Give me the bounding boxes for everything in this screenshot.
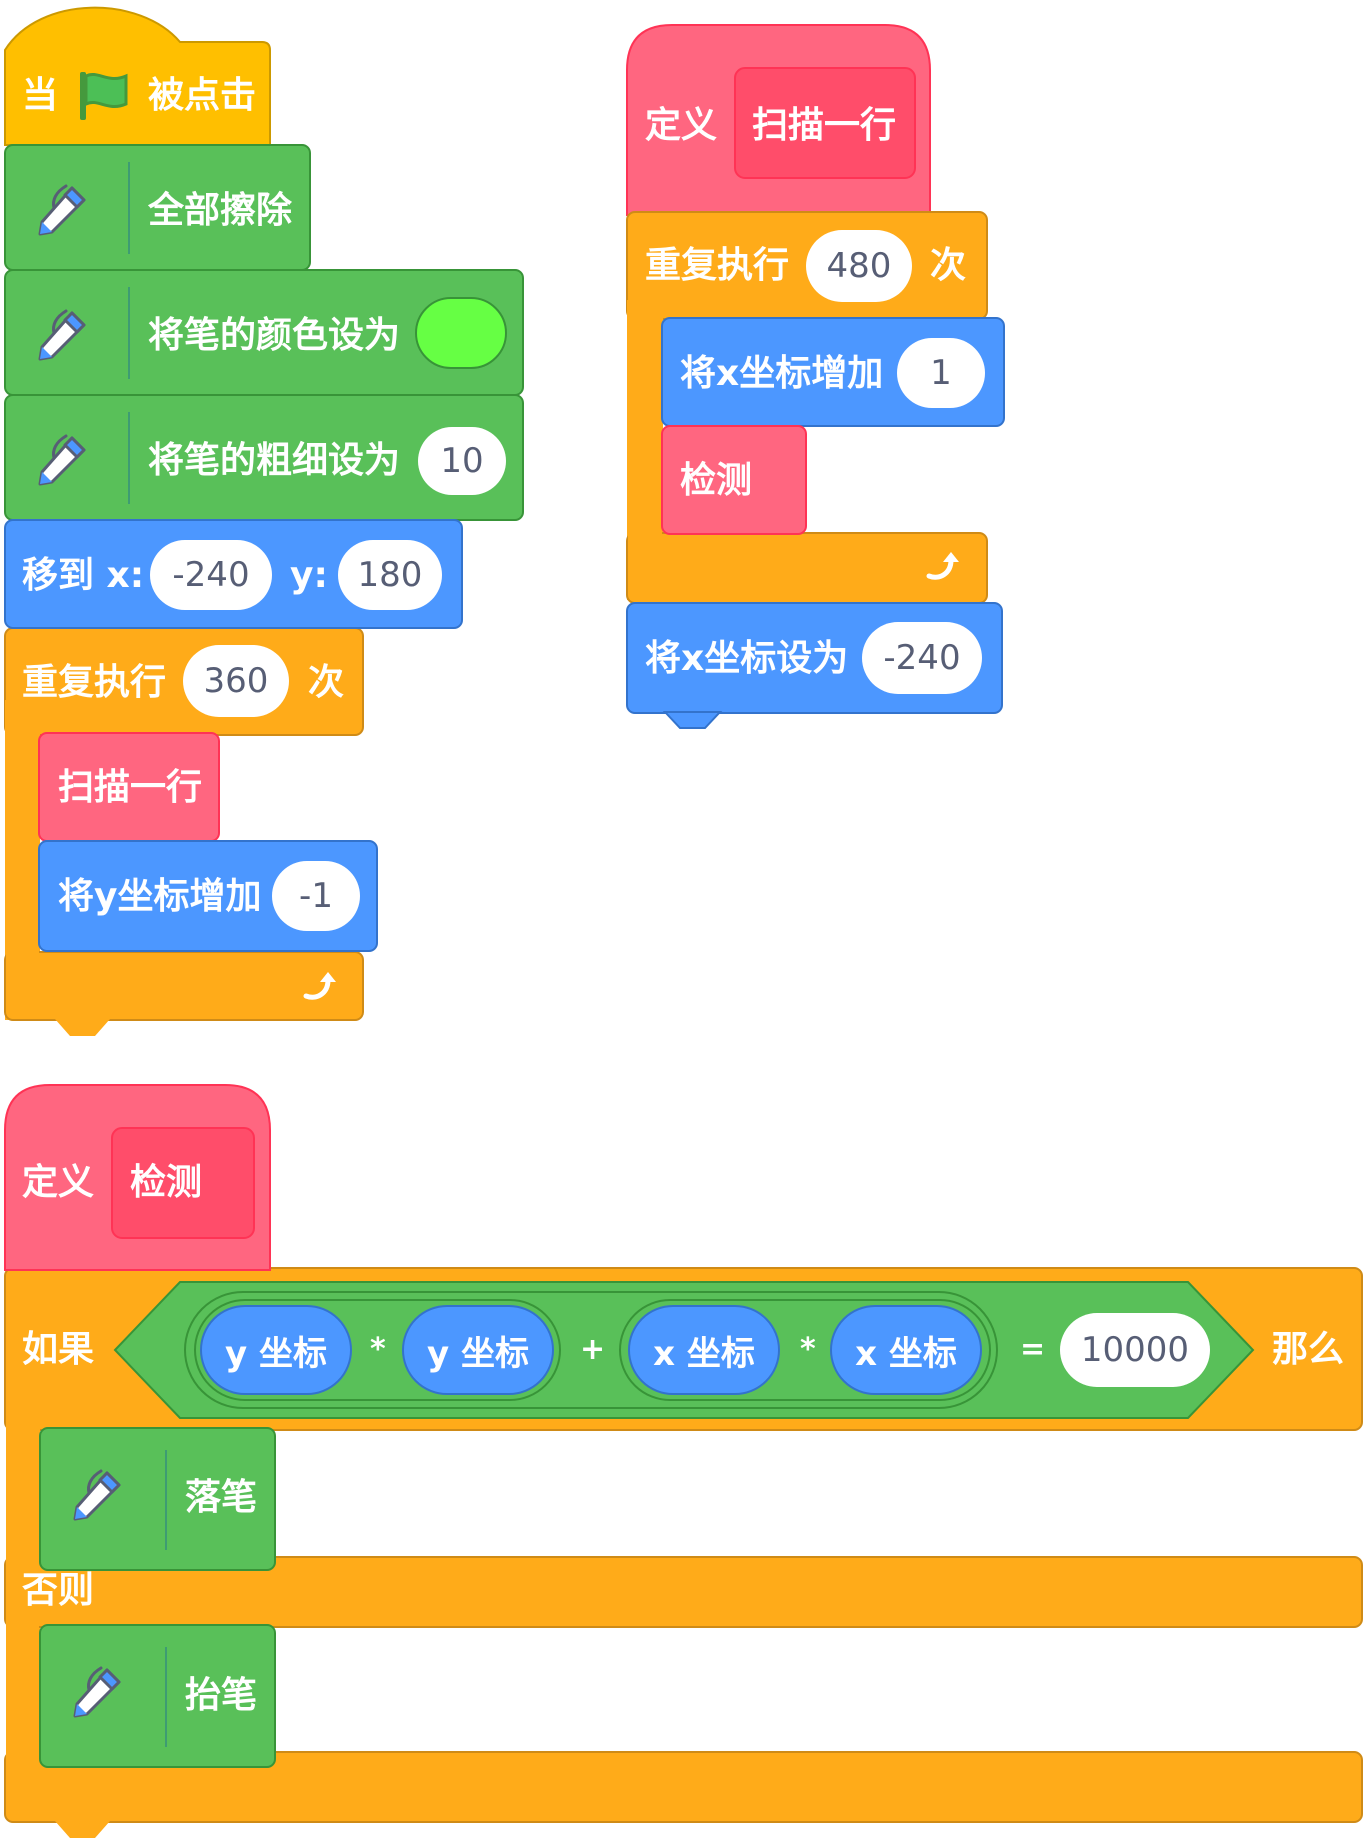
pen-block-up — [39, 1624, 276, 1768]
compare-value-input[interactable]: 10000 — [1060, 1313, 1210, 1387]
change-y-input[interactable]: -1 — [272, 861, 360, 931]
x-position-reporter[interactable]: x 坐标 — [830, 1305, 982, 1395]
loop-arrow-icon — [303, 972, 336, 1000]
proto-detect — [111, 1127, 255, 1239]
if-label: 如果 — [22, 1329, 95, 1370]
proto-scan — [734, 67, 916, 179]
proc-detect-name: 检测 — [130, 1162, 203, 1203]
green-flag-icon — [80, 72, 128, 120]
pen-up-label: 抬笔 — [185, 1675, 258, 1716]
call-detect-label: 检测 — [680, 460, 753, 501]
x-position-reporter[interactable]: x 坐标 — [628, 1305, 780, 1395]
then-label: 那么 — [1272, 1329, 1345, 1370]
call-scan-label: 扫描一行 — [58, 767, 203, 808]
else-label: 否则 — [22, 1570, 95, 1611]
pen-size-input[interactable]: 10 — [418, 427, 506, 495]
repeat-suffix-label: 次 — [308, 662, 345, 703]
multiply-operator: * — [800, 1332, 816, 1367]
change-x-input[interactable]: 1 — [897, 338, 985, 408]
call-block-detect — [661, 425, 807, 535]
goto-label: 移到 x: — [22, 555, 145, 596]
event-hat-block — [4, 6, 271, 146]
y-position-reporter[interactable]: y 坐标 — [402, 1305, 554, 1395]
pen-block-down — [39, 1427, 276, 1571]
loop-arrow-icon — [926, 552, 959, 580]
set-pen-color-label: 将笔的颜色设为 — [148, 315, 401, 356]
if-else-middle — [4, 1556, 1363, 1628]
repeat-label: 重复执行 — [22, 662, 167, 703]
set-x-input[interactable]: -240 — [862, 622, 982, 694]
pen-color-swatch[interactable] — [415, 297, 507, 369]
repeat-480-times-input[interactable]: 480 — [806, 230, 912, 302]
change-x-label: 将x坐标增加 — [680, 353, 884, 394]
hat-when-label: 当 — [22, 75, 59, 116]
pen-down-label: 落笔 — [185, 1477, 258, 1518]
multiply-operator: * — [370, 1332, 386, 1367]
repeat-block-480-bottom — [626, 532, 988, 604]
repeat-block-360-bottom — [4, 951, 364, 1021]
set-pen-size-label: 将笔的粗细设为 — [148, 440, 401, 481]
if-else-bottom — [4, 1751, 1363, 1823]
repeat-480-suffix: 次 — [930, 245, 967, 286]
erase-all-label: 全部擦除 — [148, 190, 293, 231]
define-scan-label: 定义 — [645, 105, 718, 146]
repeat-times-input[interactable]: 360 — [183, 645, 289, 717]
change-y-label: 将y坐标增加 — [58, 876, 262, 917]
hat-clicked-label: 被点击 — [148, 75, 257, 116]
y-position-reporter[interactable]: y 坐标 — [200, 1305, 352, 1395]
define-detect-label: 定义 — [22, 1162, 95, 1203]
equals-operator: = — [1020, 1332, 1046, 1367]
goto-y-input[interactable]: 180 — [338, 540, 442, 610]
goto-x-input[interactable]: -240 — [150, 540, 272, 610]
set-x-label: 将x坐标设为 — [645, 638, 849, 679]
plus-operator: + — [580, 1332, 606, 1367]
goto-y-label: y: — [290, 555, 328, 596]
proc-scan-name: 扫描一行 — [752, 105, 897, 146]
repeat-480-label: 重复执行 — [645, 245, 790, 286]
